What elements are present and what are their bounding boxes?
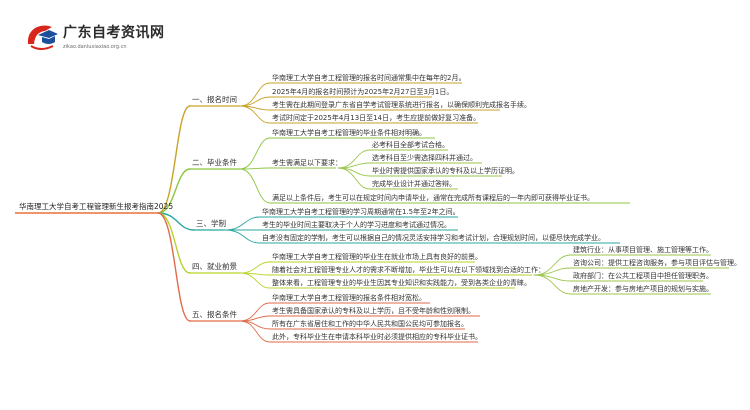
- leaf-item: 考生需在此期间登录广东省自学考试管理系统进行报名，以确保顺利完成报名手续。: [272, 101, 531, 109]
- b2-sub-leaf-connector-1: [337, 149, 371, 169]
- branch-connector-3: [157, 212, 195, 231]
- sub-leaf-item: 选考科目至少需选择四科并通过。: [372, 154, 477, 162]
- site-domain: zikao.danluxiaxiao.org.cn: [63, 44, 127, 50]
- sub-leaf-item: 房地产开发：参与房地产项目的规划与实施。: [573, 285, 713, 293]
- leaf-item: 华南理工大学自考工程管理的报名时间通常集中在每年的2月。: [272, 74, 466, 82]
- branch-connector-1: [157, 105, 191, 214]
- branch-career-prospects: 四、就业前景: [192, 262, 237, 271]
- branch-connector-2: [157, 168, 191, 214]
- b1-leaf-connector-4: [239, 105, 271, 124]
- branch-connector-4: [157, 212, 191, 274]
- sub-leaf-item: 咨询公司：提供工程咨询服务，参与项目评估与管理。: [573, 259, 741, 267]
- branch-study-length: 三、学制: [196, 219, 226, 228]
- graduation-cap-icon: [27, 25, 58, 50]
- leaf-item: 满足以上条件后，考生可以在规定时间内申请毕业，通常在完成所有课程后的一年内即可获…: [272, 194, 594, 202]
- leaf-item: 华南理工大学自考工程管理的毕业生在就业市场上具有良好的前景。: [272, 253, 482, 261]
- b3-leaf-connector-1: [224, 216, 261, 231]
- site-title: 广东自考资讯网: [63, 25, 165, 41]
- leaf-item: 所有在广东省居住和工作的中华人民共和国公民均可参加报名。: [272, 320, 468, 328]
- leaf-item: 考生需具备国家承认的专科及以上学历，且不受年龄和性别限制。: [272, 307, 475, 315]
- b4-leaf-connector-3: [239, 272, 271, 289]
- branch-registration-time: 一、报名时间: [192, 95, 237, 104]
- sub-leaf-item: 建筑行业：从事项目管理、施工管理等工作。: [573, 246, 713, 254]
- b5-leaf-connector-4: [239, 320, 271, 343]
- b5-leaf-connector-1: [239, 302, 271, 322]
- sub-leaf-item: 毕业时需提供国家承认的专科及以上学历证明。: [372, 167, 519, 175]
- branch-connector-5: [157, 212, 191, 322]
- b5-leaf-connector-3: [239, 320, 271, 330]
- b2-leaf-connector-3: [239, 168, 271, 204]
- root-node: 华南理工大学自考工程管理新生报考指南2025: [19, 202, 174, 211]
- leaf-item: 华南理工大学自考工程管理的学习周期通常在1.5年至2年之间。: [262, 208, 460, 216]
- leaf-item: 整体来看，工程管理专业的毕业生因其专业知识和实践能力，受到各类企业的青睐。: [272, 279, 531, 287]
- site-logo: 广东自考资讯网 zikao.danluxiaxiao.org.cn: [25, 18, 165, 58]
- branch-application-requirements: 五、报名条件: [192, 310, 237, 319]
- b1-leaf-connector-2: [239, 96, 271, 107]
- leaf-item: 华南理工大学自考工程管理的毕业条件相对明确。: [272, 129, 426, 137]
- b4-leaf-connector-1: [239, 261, 271, 274]
- leaf-item: 考试时间定于2025年4月13日至14日，考生应提前做好复习准备。: [272, 114, 481, 122]
- sub-leaf-item: 完成毕业设计并通过答辩。: [372, 180, 456, 188]
- b4-sub-leaf-connector-4: [533, 274, 572, 295]
- leaf-item: 此外，专科毕业生在申请本科毕业时必须提供相应的专科毕业证书。: [272, 333, 482, 341]
- b2-leaf-connector-1: [239, 137, 271, 170]
- leaf-item: 2025年4月的报名时间预计为2025年2月27日至3月1日。: [272, 88, 454, 96]
- b2-leaf-connector-2: [239, 167, 271, 170]
- b2-sub-leaf-connector-4: [337, 167, 371, 190]
- sub-branch-node: 随着社会对工程管理专业人才的需求不断增加，毕业生可以在以下领域找到合适的工作：: [272, 266, 545, 274]
- sub-leaf-item: 政府部门：在公共工程项目中担任管理职务。: [573, 272, 713, 280]
- leaf-item: 华南理工大学自考工程管理的报名条件相对宽松。: [272, 294, 426, 302]
- b3-leaf-connector-3: [224, 229, 261, 244]
- sub-leaf-item: 必考科目全部考试合格。: [372, 141, 449, 149]
- sub-branch-node: 考生需满足以下要求：: [272, 159, 342, 167]
- leaf-item: 自考没有固定的学制，考生可以根据自己的情况灵活安排学习和考试计划，合理规划时间，…: [262, 234, 605, 242]
- leaf-item: 考生的毕业时间主要取决于个人的学习进度和考试通过情况。: [262, 221, 451, 229]
- b2-sub-leaf-connector-3: [337, 167, 371, 177]
- branch-graduation-conditions: 二、毕业条件: [192, 158, 237, 167]
